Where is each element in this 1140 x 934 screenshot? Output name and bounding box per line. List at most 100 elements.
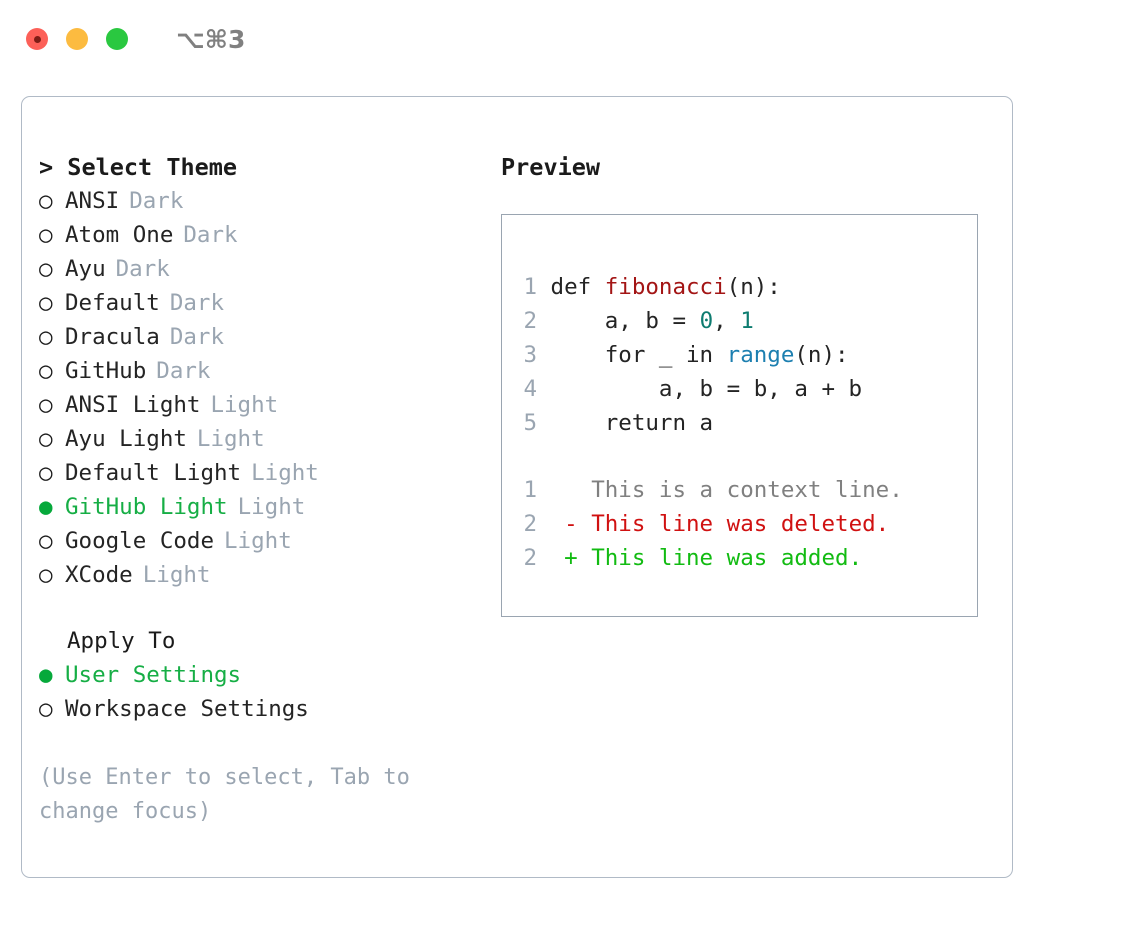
diff-line-number: 2 [523,511,537,537]
theme-option-tag: Light [210,392,279,418]
preview-header: Preview [501,153,601,181]
diff-sign: + [564,545,592,571]
diff-sign: - [564,511,592,537]
theme-option-tag: Dark [169,324,225,350]
close-window-icon[interactable] [26,28,48,50]
theme-option-label: Ayu [65,256,106,282]
code-line: 5 return a [515,406,862,440]
code-token-num: 0 [699,308,714,334]
diff-line-number: 1 [523,477,537,503]
code-token-plain: (n): [726,274,781,300]
select-theme-header: > Select Theme [39,153,238,181]
apply-to-option-label: User Settings [65,662,242,688]
theme-option-xcode[interactable]: ○ XCode Light [39,558,479,592]
theme-option-ayu[interactable]: ○ Ayu Dark [39,252,479,286]
apply-to-section: Apply To ● User Settings ○ Workspace Settin… [39,624,479,726]
theme-option-tag: Dark [129,188,184,214]
diff-sign [564,477,591,503]
theme-option-label: Dracula [65,324,160,350]
apply-to-option-workspace-settings[interactable]: ○ Workspace Settings [39,692,479,726]
code-token-plain: return a [550,410,714,436]
close-window-inner-dot [33,35,41,43]
diff-line-number: 2 [523,545,537,571]
theme-option-tag: Light [224,528,292,554]
radio-unselected-icon: ○ [39,324,53,350]
theme-option-label: Default [65,290,160,316]
theme-option-label: XCode [65,562,133,588]
radio-unselected-icon: ○ [39,392,53,418]
code-token-num: 1 [740,308,754,334]
apply-to-list: ● User Settings ○ Workspace Settings [39,658,479,726]
diff-sample: 1 This is a context line.2 - This line w… [515,473,903,575]
code-line: 1 def fibonacci(n): [515,270,862,304]
minimize-window-icon[interactable] [66,28,88,50]
code-line: 2 a, b = 0, 1 [515,304,862,338]
theme-option-label: ANSI Light [65,392,201,418]
theme-option-default[interactable]: ○ Default Dark [39,286,479,320]
radio-unselected-icon: ○ [39,222,53,248]
maximize-window-icon[interactable] [106,28,128,50]
theme-option-tag: Light [196,426,265,452]
theme-option-tag: Light [142,562,211,588]
theme-option-ayu-light[interactable]: ○ Ayu Light Light [39,422,479,456]
diff-line-ctx: 1 This is a context line. [515,473,903,507]
code-line-number: 5 [523,410,537,436]
theme-option-github[interactable]: ○ GitHub Dark [39,354,479,388]
radio-unselected-icon: ○ [39,188,53,214]
theme-option-tag: Dark [183,222,238,248]
code-line-number: 4 [523,376,537,402]
theme-option-label: Ayu Light [65,426,187,452]
radio-unselected-icon: ○ [39,358,53,384]
keyboard-hint-text: (Use Enter to select, Tab to change focu… [39,765,410,824]
radio-unselected-icon: ○ [39,256,53,282]
code-line: 3 for _ in range(n): [515,338,862,372]
traffic-light-controls [26,28,128,50]
code-token-plain: for _ in [550,342,727,368]
theme-option-label: Google Code [65,528,215,554]
code-line-number: 1 [523,274,537,300]
radio-selected-icon: ● [39,662,53,688]
theme-option-tag: Dark [169,290,225,316]
diff-line-del: 2 - This line was deleted. [515,507,903,541]
theme-option-tag: Dark [156,358,211,384]
diff-line-text: This line was added. [591,545,863,571]
radio-unselected-icon: ○ [39,562,53,588]
code-token-plain: (n): [794,342,849,368]
theme-option-google-code[interactable]: ○ Google Code Light [39,524,479,558]
radio-unselected-icon: ○ [39,460,53,486]
theme-option-tag: Light [237,494,306,520]
theme-option-dracula[interactable]: ○ Dracula Dark [39,320,479,354]
titlebar: ⌥⌘3 [0,0,1140,78]
theme-option-atom-one[interactable]: ○ Atom One Dark [39,218,479,252]
code-line: 4 a, b = b, a + b [515,372,862,406]
theme-option-label: GitHub [65,358,147,384]
radio-unselected-icon: ○ [39,696,53,722]
apply-to-header: Apply To [67,628,176,654]
theme-option-tag: Dark [115,256,170,282]
diff-line-text: This is a context line. [591,477,903,503]
code-token-fn: fibonacci [604,274,727,300]
diff-line-text: This line was deleted. [591,511,890,537]
code-token-call: range [726,342,795,368]
code-token-plain: a, b = b, a + b [550,376,863,402]
radio-unselected-icon: ○ [39,426,53,452]
theme-option-label: Atom One [65,222,174,248]
theme-option-tag: Light [251,460,319,486]
apply-to-option-user-settings[interactable]: ● User Settings [39,658,479,692]
apply-to-option-label: Workspace Settings [65,696,309,722]
code-token-plain: , [713,308,741,334]
radio-unselected-icon: ○ [39,290,53,316]
keyboard-shortcut-label: ⌥⌘3 [176,24,246,54]
radio-unselected-icon: ○ [39,528,53,554]
theme-option-ansi-light[interactable]: ○ ANSI Light Light [39,388,479,422]
preview-column: Preview 1 def fibonacci(n):2 a, b = 0, 1… [501,150,991,617]
code-line-number: 2 [523,308,537,334]
